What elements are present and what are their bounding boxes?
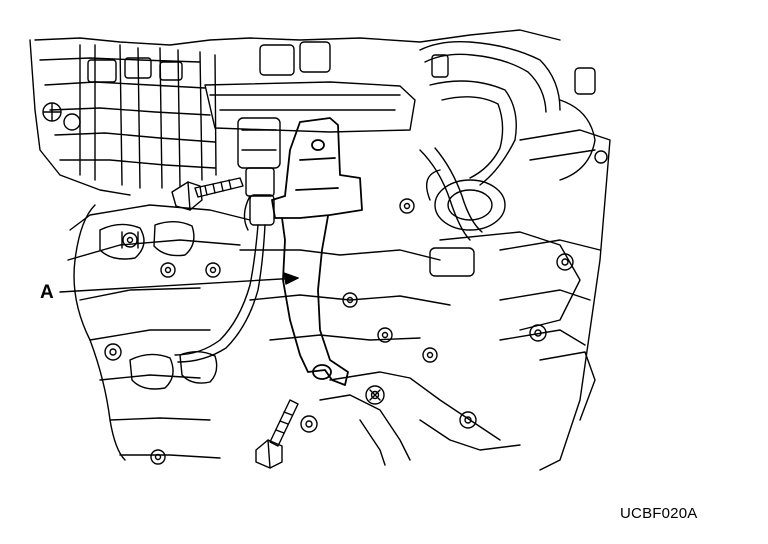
engine-block-center	[239, 198, 521, 466]
callout-leader	[59, 272, 299, 293]
intake-manifold	[29, 29, 561, 196]
sensor-connector	[174, 117, 281, 363]
hoses-and-harness	[419, 40, 596, 241]
engine-block-left	[67, 204, 251, 465]
valve-cover-right	[429, 129, 611, 471]
figure-code: UCBF020A	[620, 505, 698, 522]
callout-label-a: A	[40, 282, 54, 303]
lower-bolt	[255, 399, 318, 469]
bracket-a	[271, 117, 363, 386]
upper-bolt	[171, 177, 244, 211]
